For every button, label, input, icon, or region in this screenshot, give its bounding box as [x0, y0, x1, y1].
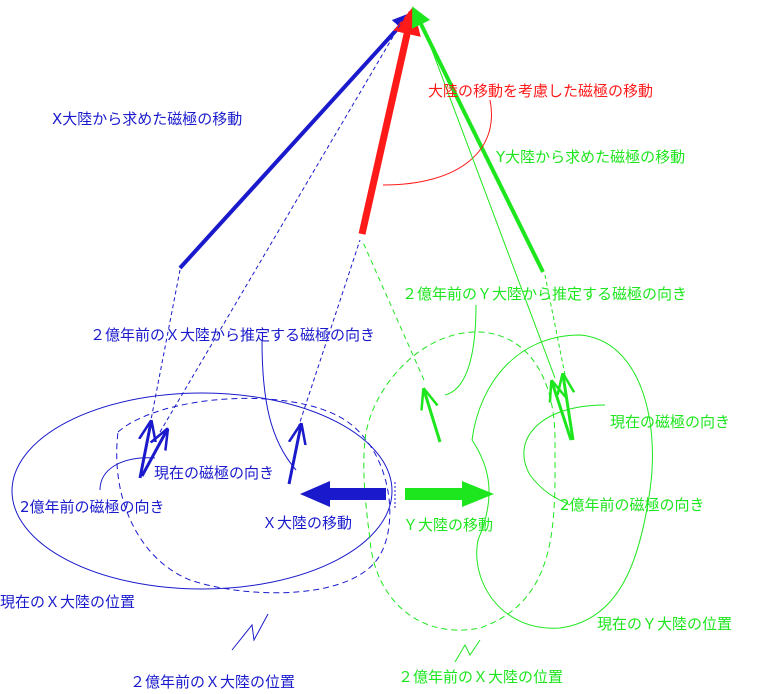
y-guide-line-3	[361, 239, 425, 381]
x-past-field-label: 2億年前の磁極の向き	[20, 498, 165, 516]
x-guide-line-3	[297, 239, 361, 429]
y-present-field-curl	[523, 404, 606, 506]
corrected-path-label: 大陸の移動を考慮した磁極の移動	[428, 82, 653, 100]
x-present-field-curl	[261, 339, 297, 471]
y-move-label: Ｙ大陸の移動	[403, 516, 493, 534]
y-continent-present-outline	[471, 334, 653, 629]
y-past-field-label: 2億年前の磁極の向き	[560, 496, 705, 514]
x-past-dir-label: ２億年前のＸ大陸から推定する磁極の向き	[90, 326, 375, 344]
y-move-arrow	[405, 481, 494, 507]
x-present-position-label: 現在のＸ大陸の位置	[0, 593, 135, 611]
x-guide-line-1	[159, 17, 405, 433]
y-pole-path-arrow	[412, 6, 545, 273]
x-past-position-zigzag	[231, 613, 269, 651]
x-path-label: X大陸から求めた磁極の移動	[52, 110, 242, 128]
y-past-dir-curl	[444, 304, 477, 396]
y-field-arrow-1	[424, 390, 442, 443]
x-move-label: Ｘ大陸の移動	[262, 514, 352, 532]
corrected-label-connector	[382, 99, 492, 186]
x-continent-present-outline	[11, 392, 393, 590]
y-guide-line-2	[544, 274, 566, 376]
x-field-arrow-3	[287, 425, 301, 485]
y-past-position-zigzag	[454, 639, 481, 663]
x-present-dir-label: 現在の磁極の向き	[154, 464, 274, 482]
x-guide-line-2	[149, 269, 181, 426]
y-continent-past-outline	[363, 331, 556, 631]
x-field-arrow-1	[140, 422, 151, 479]
x-pole-path-arrow	[178, 12, 413, 270]
y-present-dir-label: 現在の磁極の向き	[610, 413, 730, 431]
y-guide-line-1	[419, 17, 556, 379]
y-field-arrow-3	[552, 382, 573, 441]
corrected-pole-path-arrow	[358, 6, 421, 235]
y-present-position-label: 現在のＹ大陸の位置	[597, 615, 732, 633]
y-past-position-label: ２億年前のＸ大陸の位置	[398, 668, 563, 686]
y-path-label: Y大陸から求めた磁極の移動	[495, 148, 685, 166]
x-move-arrow	[300, 481, 386, 507]
x-field-arrow-2	[140, 430, 167, 477]
y-past-dir-label: ２億年前のＹ大陸から推定する磁極の向き	[402, 285, 687, 303]
x-past-field-curl	[99, 457, 156, 491]
x-past-position-label: ２億年前のＸ大陸の位置	[130, 673, 295, 691]
